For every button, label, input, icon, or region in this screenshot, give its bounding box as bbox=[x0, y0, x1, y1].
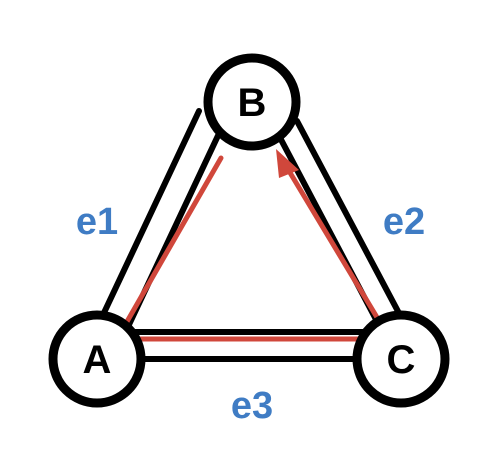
node-c-label: C bbox=[387, 338, 416, 382]
edge-e3 bbox=[122, 329, 383, 362]
node-a-label: A bbox=[83, 338, 112, 382]
node-c: C bbox=[352, 310, 450, 408]
node-a: A bbox=[48, 310, 146, 408]
edge-e3-label: e3 bbox=[231, 385, 273, 427]
edge-e1 bbox=[99, 108, 226, 334]
node-b: B bbox=[203, 53, 301, 151]
traversal-path bbox=[112, 149, 393, 342]
path-segment-c-b bbox=[280, 158, 393, 342]
path-arrowhead bbox=[276, 149, 299, 178]
edge-e2-label: e2 bbox=[383, 201, 425, 243]
edge-e1-label: e1 bbox=[76, 201, 118, 243]
node-b-label: B bbox=[238, 81, 267, 125]
path-segment-b-a-c bbox=[112, 155, 393, 342]
